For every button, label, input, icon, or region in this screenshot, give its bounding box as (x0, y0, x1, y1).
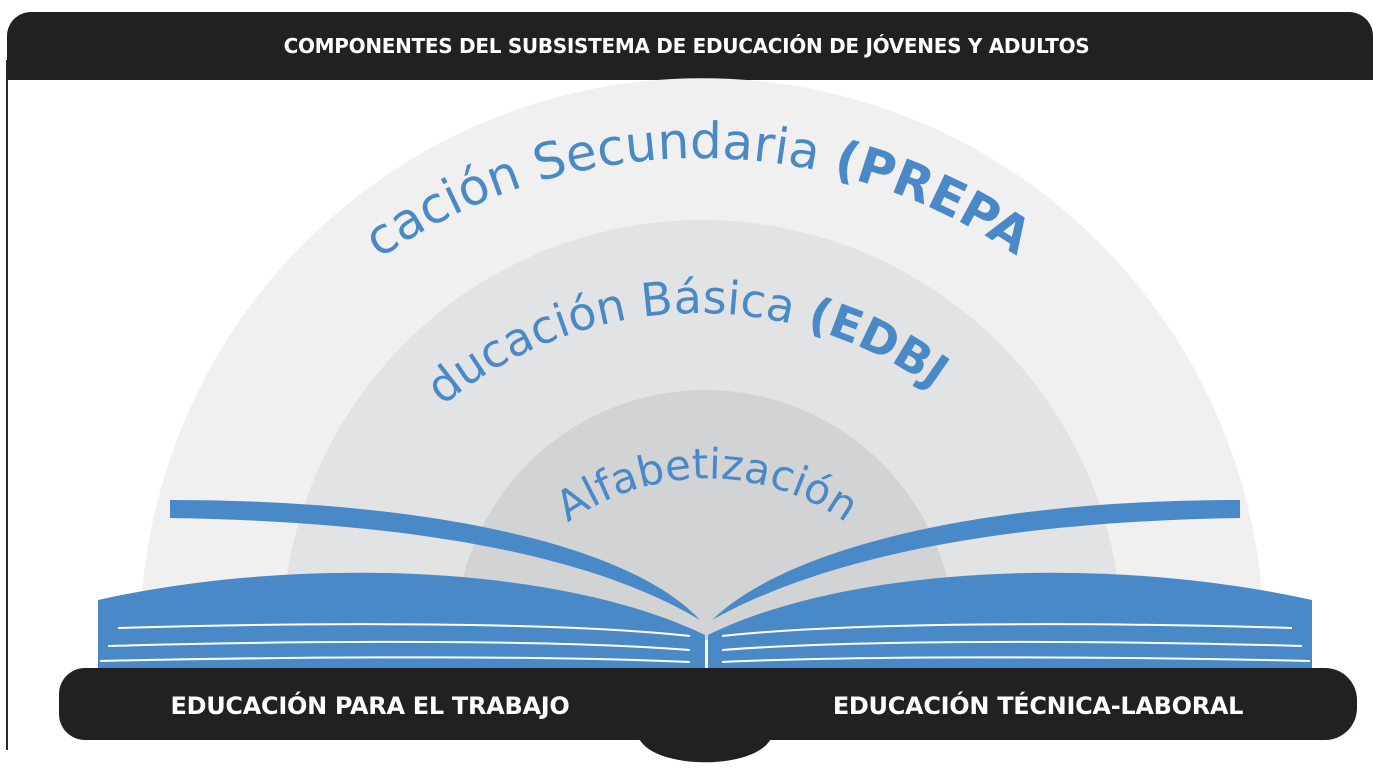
ring-inner (455, 390, 955, 640)
base-bar (59, 668, 1357, 740)
open-book-icon (98, 500, 1312, 668)
label-educacion-tecnica: EDUCACIÓN TÉCNICA-LABORAL (833, 690, 1243, 720)
label-educacion-trabajo: EDUCACIÓN PARA EL TRABAJO (171, 690, 570, 720)
left-border-line (6, 60, 8, 750)
header-bar (7, 12, 1373, 80)
diagram-title: COMPONENTES DEL SUBSISTEMA DE EDUCACIÓN … (283, 34, 1090, 58)
base-tab (638, 736, 772, 763)
